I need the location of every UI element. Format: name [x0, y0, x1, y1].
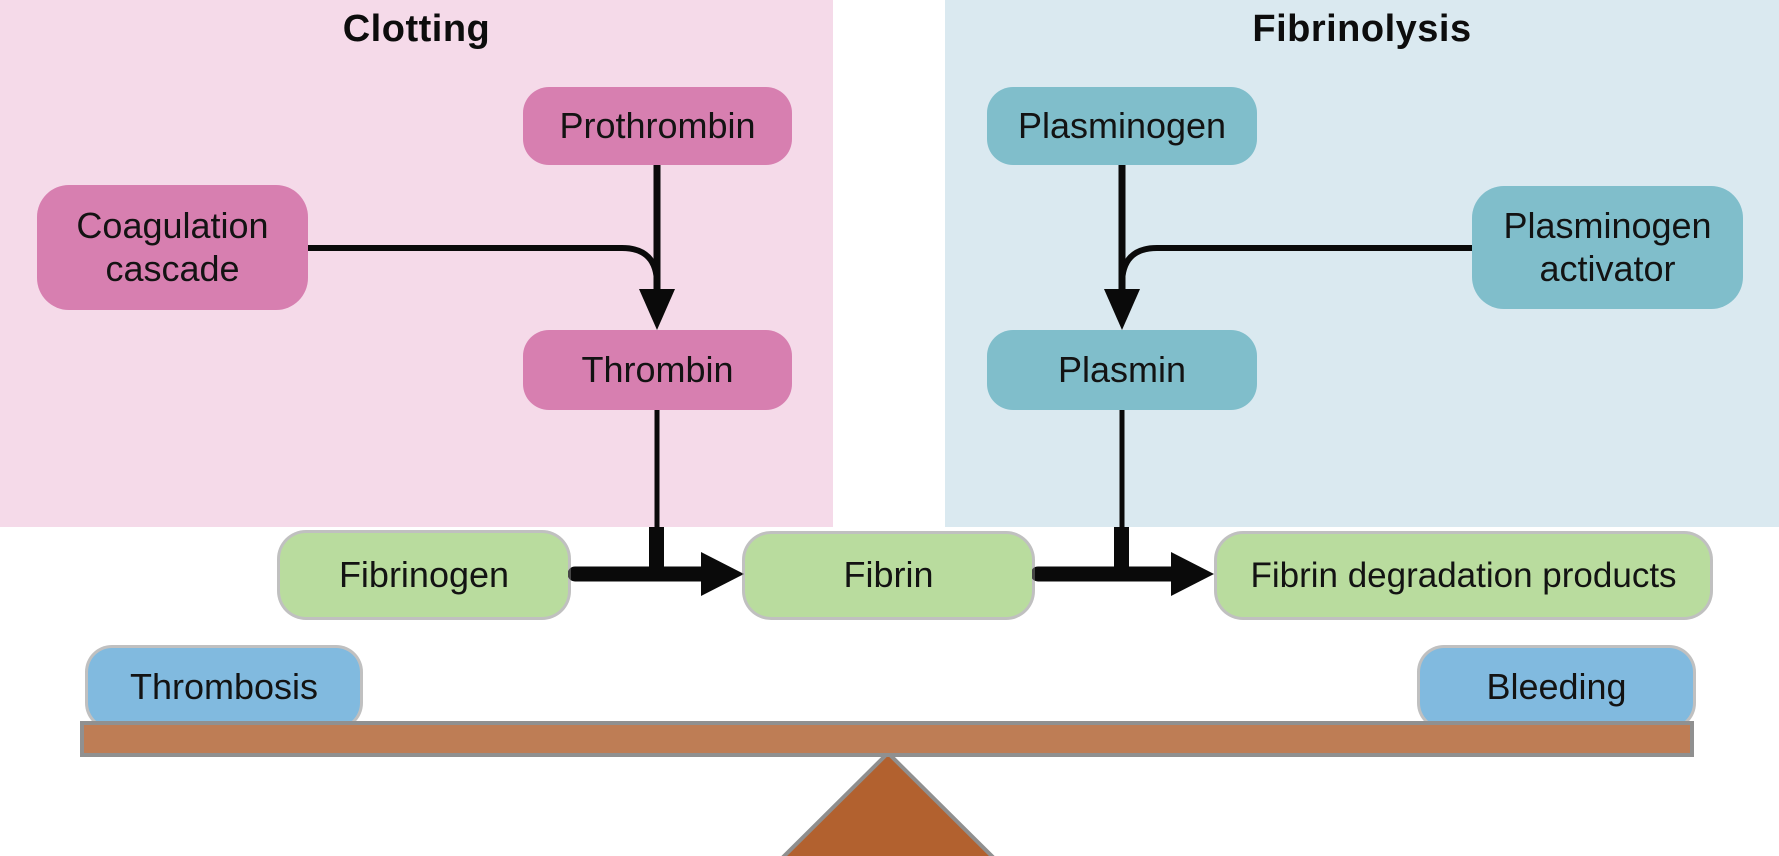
arrowhead-degradation-icon	[1171, 552, 1214, 596]
coagulation-cascade-node: Coagulation cascade	[37, 185, 308, 310]
bleeding-node: Bleeding	[1420, 648, 1693, 727]
arrowhead-plasmin-icon	[1104, 289, 1140, 330]
fibrinolysis-title: Fibrinolysis	[1252, 7, 1472, 50]
fibrin-degradation-products-node: Fibrin degradation products	[1217, 534, 1710, 617]
plasminogen-node: Plasminogen	[987, 87, 1257, 165]
plasminogen-activator-node: Plasminogen activator	[1472, 186, 1743, 309]
arrowhead-fibrin-icon	[701, 552, 744, 596]
arrowhead-thrombin-icon	[639, 289, 675, 330]
fibrin-node: Fibrin	[745, 534, 1032, 617]
clotting-title: Clotting	[342, 7, 491, 50]
fibrinogen-node: Fibrinogen	[280, 533, 568, 617]
thrombosis-node: Thrombosis	[88, 648, 360, 727]
plasmin-node: Plasmin	[987, 330, 1257, 410]
connector-plasminogen-activator	[1119, 245, 1472, 285]
prothrombin-node: Prothrombin	[523, 87, 792, 165]
fulcrum-triangle-icon	[781, 750, 995, 856]
balance-beam	[80, 721, 1694, 757]
thrombin-node: Thrombin	[523, 330, 792, 410]
connector-coagulation-cascade	[308, 245, 660, 285]
